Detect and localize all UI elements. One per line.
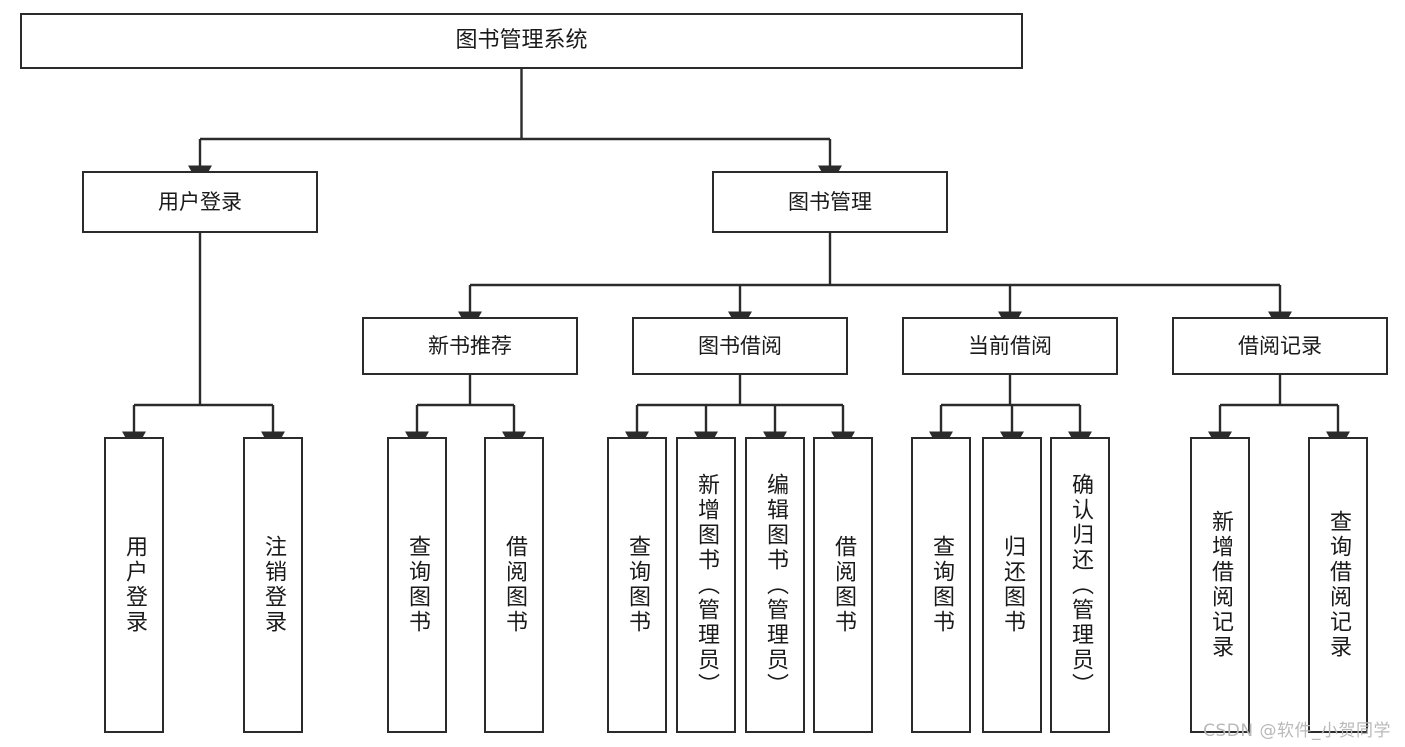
node-leaf-add-book-admin[interactable]: 新增图书（管理员）	[676, 437, 736, 733]
node-leaf-query-book-rec-label: 查询图书	[405, 535, 430, 635]
node-leaf-query-book-current[interactable]: 查询图书	[911, 437, 971, 733]
node-leaf-borrow-book-rec-label: 借阅图书	[502, 535, 527, 635]
node-leaf-query-book-current-label: 查询图书	[929, 535, 954, 635]
node-book-borrow[interactable]: 图书借阅	[632, 317, 848, 375]
node-leaf-query-borrow-record-label: 查询借阅记录	[1326, 510, 1351, 660]
node-leaf-edit-book-admin-label: 编辑图书（管理员）	[763, 472, 788, 698]
node-leaf-add-borrow-record[interactable]: 新增借阅记录	[1190, 437, 1250, 733]
node-leaf-add-book-admin-label: 新增图书（管理员）	[694, 472, 719, 698]
node-leaf-edit-book-admin[interactable]: 编辑图书（管理员）	[745, 437, 805, 733]
node-new-book-recommend-label: 新书推荐	[428, 333, 512, 358]
node-leaf-borrow-book-label: 借阅图书	[831, 535, 856, 635]
node-leaf-query-book-borrow[interactable]: 查询图书	[607, 437, 667, 733]
node-leaf-confirm-return-admin-label: 确认归还（管理员）	[1068, 472, 1093, 698]
node-leaf-user-login[interactable]: 用户登录	[104, 437, 164, 733]
node-leaf-add-borrow-record-label: 新增借阅记录	[1208, 510, 1233, 660]
node-leaf-user-logout-label: 注销登录	[261, 535, 286, 635]
csdn-watermark: CSDN @软件_小贺同学	[1203, 721, 1391, 741]
node-book-manage[interactable]: 图书管理	[712, 171, 948, 233]
node-leaf-query-book-rec[interactable]: 查询图书	[387, 437, 447, 733]
node-leaf-confirm-return-admin[interactable]: 确认归还（管理员）	[1050, 437, 1110, 733]
node-leaf-query-book-borrow-label: 查询图书	[625, 535, 650, 635]
node-leaf-return-book[interactable]: 归还图书	[982, 437, 1042, 733]
node-current-borrow[interactable]: 当前借阅	[902, 317, 1118, 375]
node-book-borrow-label: 图书借阅	[698, 333, 782, 358]
node-root[interactable]: 图书管理系统	[20, 13, 1023, 69]
node-new-book-recommend[interactable]: 新书推荐	[362, 317, 578, 375]
node-leaf-borrow-book[interactable]: 借阅图书	[813, 437, 873, 733]
node-leaf-query-borrow-record[interactable]: 查询借阅记录	[1308, 437, 1368, 733]
node-borrow-record-label: 借阅记录	[1238, 333, 1322, 358]
node-book-manage-label: 图书管理	[788, 189, 872, 214]
node-leaf-return-book-label: 归还图书	[1000, 535, 1025, 635]
node-leaf-user-logout[interactable]: 注销登录	[243, 437, 303, 733]
node-leaf-borrow-book-rec[interactable]: 借阅图书	[484, 437, 544, 733]
node-leaf-user-login-label: 用户登录	[122, 535, 147, 635]
node-current-borrow-label: 当前借阅	[968, 333, 1052, 358]
node-borrow-record[interactable]: 借阅记录	[1172, 317, 1388, 375]
node-user-login[interactable]: 用户登录	[82, 171, 318, 233]
node-user-login-label: 用户登录	[158, 189, 242, 214]
node-root-label: 图书管理系统	[455, 28, 588, 54]
